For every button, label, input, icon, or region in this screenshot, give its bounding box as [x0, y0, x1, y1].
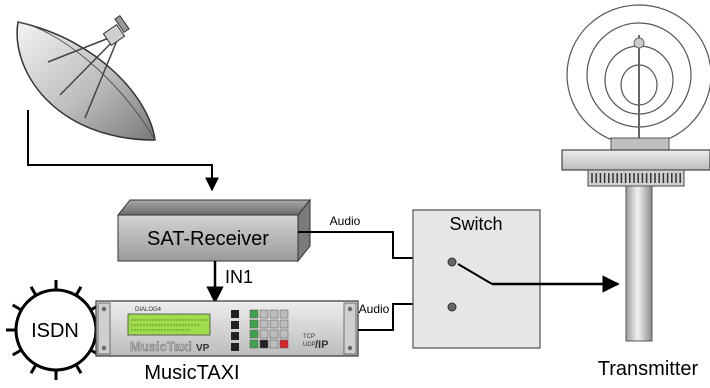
keypad-key: [249, 329, 259, 339]
keypad-key: [279, 339, 289, 349]
isdn-label: ISDN: [31, 320, 79, 342]
keypad-key: [259, 309, 269, 319]
audio-bottom-label: Audio: [359, 302, 390, 316]
keypad-key: [249, 319, 259, 329]
isdn-spoke: [11, 348, 23, 357]
device-model-label: MusicTaxi: [130, 339, 192, 354]
transmitter-tower-icon: [561, 4, 710, 342]
isdn-spoke: [74, 285, 83, 297]
in1-label: IN1: [225, 267, 253, 287]
isdn-spoke: [29, 285, 38, 297]
device-brand-label: DIALOG4: [135, 307, 162, 313]
device-vp-label: VP: [196, 343, 210, 354]
musictaxi-device: DIALOG4 MusicTaxi VP TCP UDP /IP: [95, 300, 359, 357]
musictaxi-caption: MusicTAXI: [144, 362, 239, 383]
switch-contact-1: [447, 257, 457, 267]
isdn-spoke: [74, 363, 83, 375]
in1-connector: IN1: [206, 261, 253, 304]
isdn-spoke: [11, 303, 23, 312]
satellite-dish-icon: [16, 15, 156, 141]
dish-to-receiver-connector: [27, 110, 219, 192]
keypad-key: [279, 319, 289, 329]
keypad-key: [259, 319, 269, 329]
switch-label: Switch: [449, 214, 502, 234]
keypad-key: [269, 339, 279, 349]
keypad-key: [259, 339, 269, 349]
keypad-key: [269, 309, 279, 319]
device-keypad: [249, 309, 289, 349]
device-udp-label: UDP: [303, 342, 316, 348]
device-side-buttons: [231, 310, 239, 351]
switch-box: Switch: [412, 209, 541, 349]
keypad-key: [279, 309, 289, 319]
keypad-key: [259, 329, 269, 339]
keypad-key: [269, 319, 279, 329]
device-tcp-label: TCP: [303, 334, 315, 340]
isdn-network-icon: ISDN: [6, 280, 106, 380]
device-ip-label: /IP: [315, 339, 328, 351]
keypad-key: [249, 339, 259, 349]
sat-receiver-label: SAT-Receiver: [147, 228, 269, 250]
sat-receiver-box: SAT-Receiver: [116, 198, 312, 263]
audio-top-label: Audio: [330, 214, 361, 228]
keypad-key: [249, 309, 259, 319]
switch-contact-2: [447, 302, 457, 312]
transmitter-label: Transmitter: [598, 358, 699, 380]
isdn-spoke: [29, 363, 38, 375]
keypad-key: [279, 329, 289, 339]
keypad-key: [269, 329, 279, 339]
switch-lever: [457, 263, 493, 285]
